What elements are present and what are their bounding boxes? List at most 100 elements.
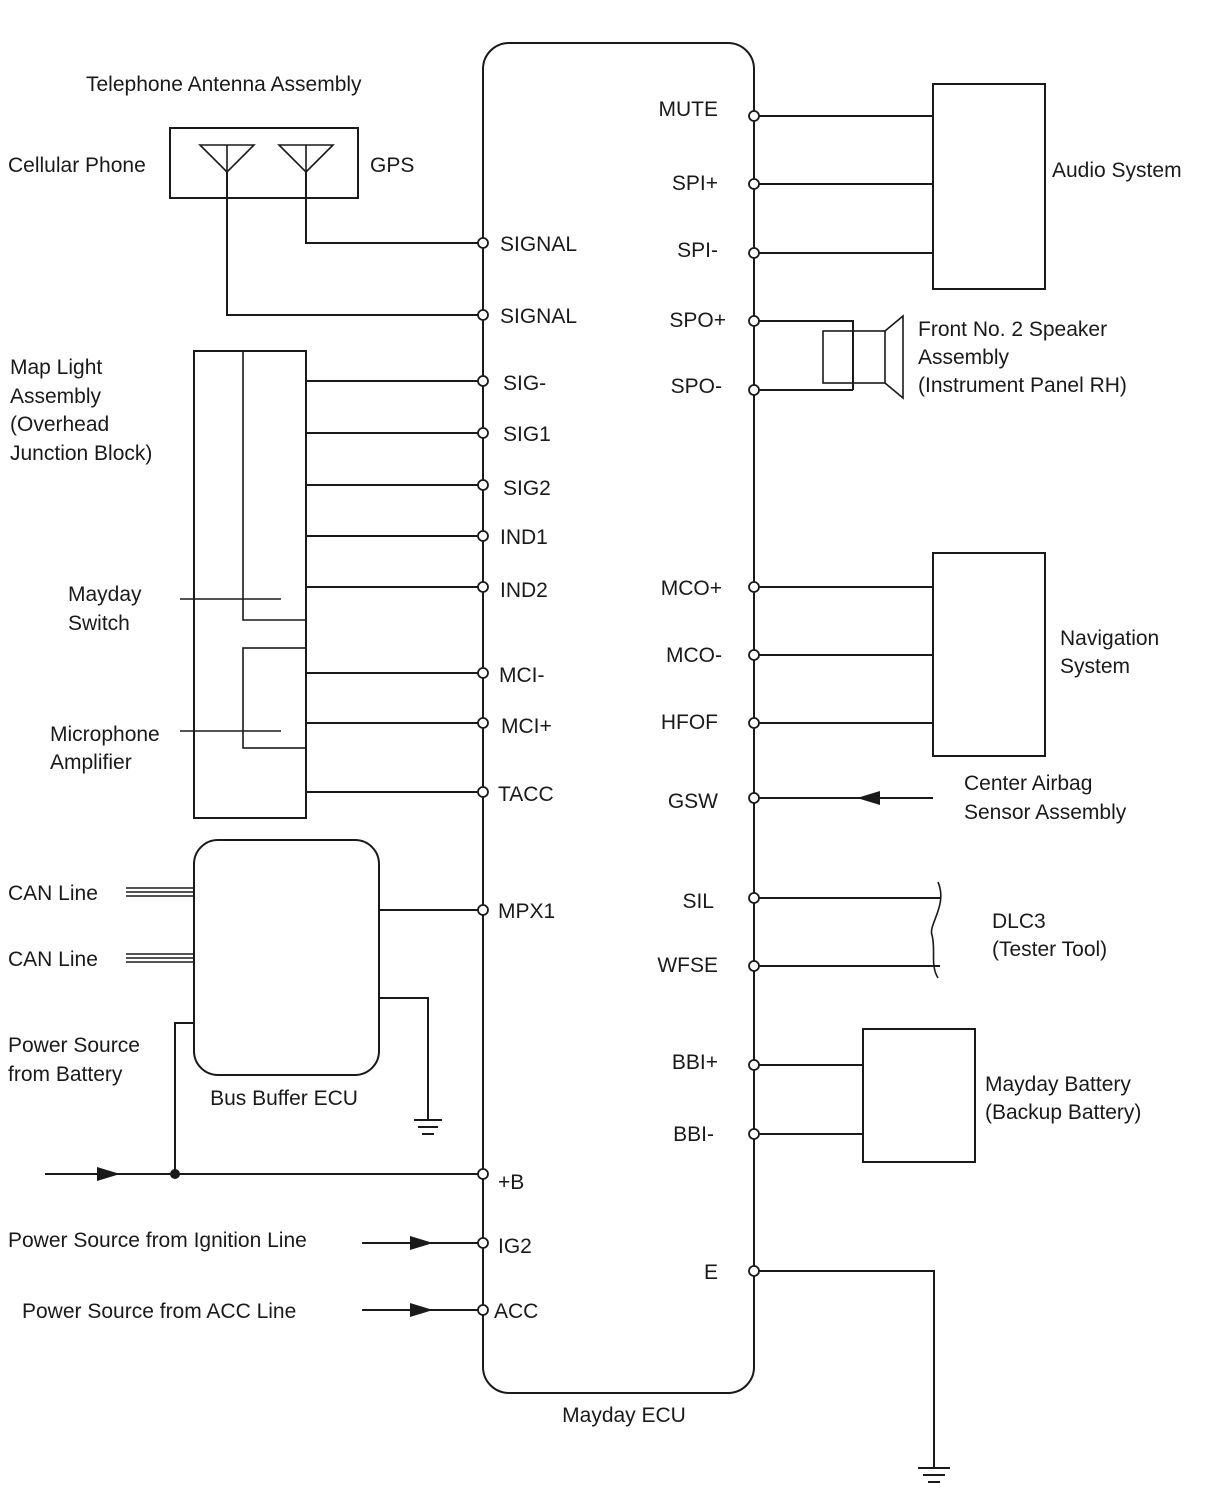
pin-mco-minus — [748, 649, 760, 661]
speaker-label-3: (Instrument Panel RH) — [918, 374, 1127, 397]
navigation-label-2: System — [1060, 655, 1130, 678]
can-line-label-2: CAN Line — [8, 948, 98, 971]
pin-ind2 — [477, 581, 489, 593]
pin-label: ACC — [494, 1300, 538, 1323]
speaker-label-1: Front No. 2 Speaker — [918, 318, 1107, 341]
pin-label: SPO+ — [669, 309, 726, 332]
pin-label: IG2 — [498, 1235, 532, 1258]
pin-label: MCI+ — [501, 715, 552, 738]
pin-sil — [748, 892, 760, 904]
acc-arrow-icon — [410, 1303, 433, 1317]
bus-buffer-power-wire — [174, 1022, 194, 1174]
bus-buffer-label: Bus Buffer ECU — [210, 1087, 358, 1110]
cellular-phone-label: Cellular Phone — [8, 154, 146, 177]
map-light-label-1: Map Light — [10, 356, 102, 379]
right-pin-labels: MUTE SPI+ SPI- SPO+ SPO- MCO+ MCO- HFOF … — [657, 98, 726, 1284]
pin-label: IND2 — [500, 579, 548, 602]
gsw-arrow-icon — [857, 791, 880, 805]
pin-plus-b — [477, 1168, 489, 1180]
pin-label: WFSE — [657, 954, 718, 977]
pin-label: SIGNAL — [500, 233, 577, 256]
wire-spo-plus — [754, 320, 854, 390]
pin-mute — [748, 110, 760, 122]
dlc3-break-icon — [930, 881, 942, 979]
antenna-title: Telephone Antenna Assembly — [86, 73, 362, 96]
pin-mpx1 — [477, 904, 489, 916]
pin-gsw — [748, 792, 760, 804]
mayday-switch-inner — [242, 351, 306, 621]
pin-sig2 — [477, 479, 489, 491]
mayday-switch-label-1: Mayday — [68, 583, 142, 606]
pin-spi-plus — [748, 178, 760, 190]
cellular-signal-wire — [226, 172, 483, 316]
plus-b-arrow-icon — [97, 1167, 120, 1181]
ig2-arrow-icon — [410, 1236, 433, 1250]
pin-label: MUTE — [659, 98, 719, 121]
gps-antenna-icon — [277, 144, 335, 174]
junction-dot — [170, 1169, 180, 1179]
pin-label: SIGNAL — [500, 305, 577, 328]
dlc3-label-2: (Tester Tool) — [992, 938, 1107, 961]
pin-spo-plus — [748, 315, 760, 327]
pin-label: GSW — [668, 790, 718, 813]
pin-label: IND1 — [500, 526, 548, 549]
pin-mci-minus — [477, 667, 489, 679]
audio-system-label: Audio System — [1052, 159, 1182, 182]
pin-signal-cell — [477, 309, 489, 321]
microphone-label-1: Microphone — [50, 723, 160, 746]
pin-spo-minus — [748, 384, 760, 396]
navigation-label-1: Navigation — [1060, 627, 1159, 650]
can-line-2 — [126, 953, 194, 963]
pin-bbi-minus — [748, 1128, 760, 1140]
can-line-label-1: CAN Line — [8, 882, 98, 905]
antenna-box — [169, 127, 359, 199]
pin-label: SIL — [682, 890, 714, 913]
map-light-label-2: Assembly — [10, 385, 102, 408]
pin-label: BBI+ — [672, 1051, 718, 1074]
right-pin-circles — [748, 110, 760, 1277]
gps-label: GPS — [370, 154, 414, 177]
microphone-inner — [242, 647, 307, 749]
airbag-label-2: Sensor Assembly — [964, 801, 1127, 824]
map-light-label-4: Junction Block) — [10, 442, 152, 465]
navigation-box — [932, 552, 1046, 757]
mayday-switch-label-2: Switch — [68, 612, 130, 635]
pin-label: MCI- — [499, 664, 545, 687]
pin-label: SPI+ — [672, 172, 718, 195]
battery-label-2: (Backup Battery) — [985, 1101, 1141, 1124]
ecu-ground-wire — [754, 1270, 935, 1468]
pin-hfof — [748, 717, 760, 729]
pin-label: SIG- — [503, 372, 546, 395]
dlc3-label-1: DLC3 — [992, 910, 1046, 933]
audio-system-box — [932, 83, 1046, 290]
ecu-ground-icon — [918, 1467, 950, 1483]
pin-mco-plus — [748, 581, 760, 593]
bus-buffer-box — [193, 839, 380, 1076]
speaker-label-2: Assembly — [918, 346, 1010, 369]
pin-label: BBI- — [673, 1123, 714, 1146]
pin-ig2 — [477, 1237, 489, 1249]
battery-power-label-2: from Battery — [8, 1063, 123, 1086]
mayday-ecu-label: Mayday ECU — [562, 1404, 686, 1427]
airbag-label-1: Center Airbag — [964, 772, 1092, 795]
bus-buffer-ground-wire — [379, 997, 429, 1120]
speaker-icon — [822, 314, 904, 400]
pin-wfse — [748, 960, 760, 972]
pin-label: MPX1 — [498, 900, 555, 923]
pin-label: HFOF — [661, 711, 718, 734]
pin-label: MCO+ — [661, 577, 722, 600]
battery-power-label-1: Power Source — [8, 1034, 140, 1057]
battery-label-1: Mayday Battery — [985, 1073, 1131, 1096]
pin-label: SPO- — [671, 375, 722, 398]
pin-label: SIG1 — [503, 423, 551, 446]
pin-label: MCO- — [666, 644, 722, 667]
pin-sig1 — [477, 427, 489, 439]
can-line-1 — [126, 887, 194, 897]
left-pin-labels: SIGNAL SIGNAL SIG- SIG1 SIG2 IND1 IND2 M… — [494, 233, 577, 1323]
battery-box — [862, 1028, 976, 1163]
pin-signal-gps — [477, 237, 489, 249]
map-light-label-3: (Overhead — [10, 413, 109, 436]
pin-label: E — [704, 1261, 718, 1284]
pin-sig-minus — [477, 375, 489, 387]
